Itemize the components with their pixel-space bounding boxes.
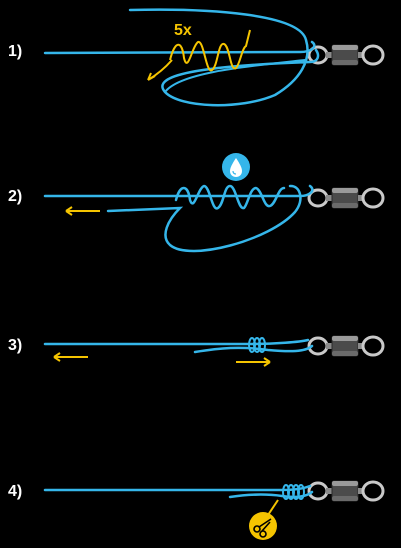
wrap-coil: [169, 29, 251, 72]
fishing-line: [43, 338, 314, 354]
water-drop-icon: [222, 153, 250, 181]
knot-coil: [282, 484, 305, 500]
direction-arrow: [53, 352, 88, 362]
swivel: [307, 479, 385, 503]
pointer-line: [267, 499, 279, 516]
direction-arrow: [147, 59, 173, 81]
direction-arrow: [236, 357, 271, 367]
scissors-icon: [249, 512, 277, 540]
direction-arrow: [65, 206, 100, 216]
step-2-illustration: [43, 153, 385, 253]
step-label: 3): [8, 337, 23, 354]
step-1-illustration: [43, 8, 385, 107]
fishing-line: [43, 8, 320, 107]
step-label: 2): [8, 188, 23, 205]
knot-coil: [248, 337, 266, 353]
swivel: [307, 186, 385, 210]
step-3-illustration: [43, 334, 385, 367]
fishing-line: [43, 184, 314, 253]
step-4-illustration: [43, 479, 385, 540]
step-label: 1): [8, 43, 23, 60]
wrap-count-label: 5x: [174, 22, 192, 39]
swivel: [307, 43, 385, 67]
step-label: 4): [8, 483, 23, 500]
swivel: [307, 334, 385, 358]
fishing-line: [43, 484, 314, 499]
